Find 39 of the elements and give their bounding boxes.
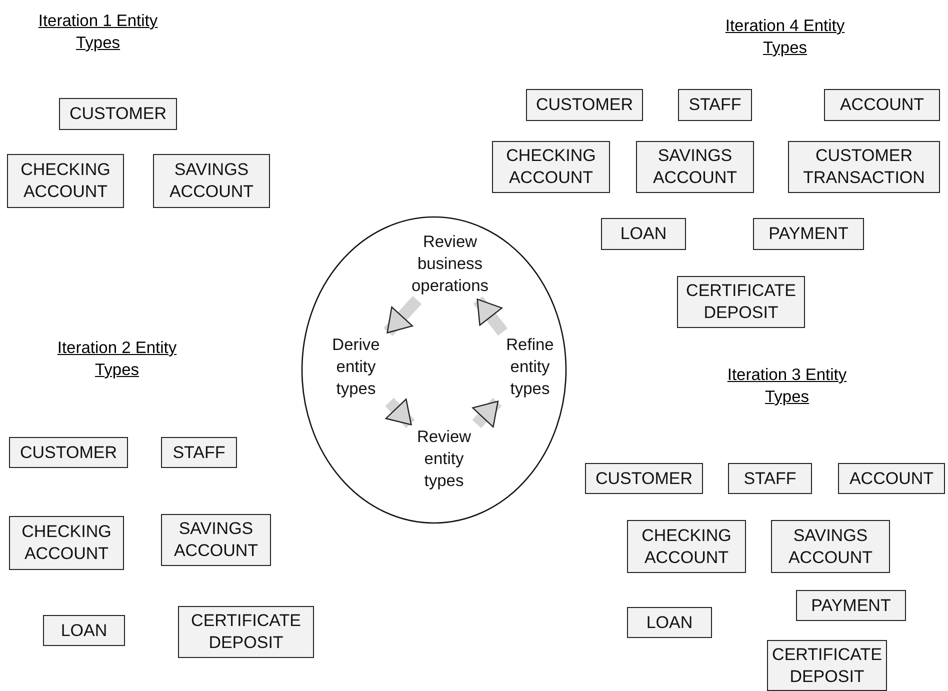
step-label: Derive entity types	[320, 332, 392, 402]
entity-box: LOAN	[601, 218, 686, 250]
block-arrow	[385, 398, 415, 428]
entity-box: STAFF	[161, 437, 237, 468]
entity-box: LOAN	[627, 607, 712, 638]
entity-box: CUSTOMER TRANSACTION	[788, 141, 940, 193]
entity-box: CUSTOMER	[585, 463, 703, 494]
block-arrow	[384, 296, 422, 336]
cycle-circle	[301, 216, 567, 524]
entity-box: SAVINGS ACCOUNT	[153, 154, 270, 208]
entity-box: SAVINGS ACCOUNT	[636, 141, 754, 193]
group-heading: Iteration 4 Entity Types	[725, 16, 845, 59]
entity-box: SAVINGS ACCOUNT	[161, 514, 271, 566]
entity-box: CERTIFICATE DEPOSIT	[677, 276, 805, 328]
entity-box: SAVINGS ACCOUNT	[771, 520, 890, 573]
entity-box: CHECKING ACCOUNT	[627, 520, 746, 573]
entity-box: PAYMENT	[753, 218, 864, 250]
entity-box: CERTIFICATE DEPOSIT	[178, 606, 314, 658]
entity-box: CUSTOMER	[526, 89, 643, 121]
group-heading: Iteration 3 Entity Types	[727, 365, 847, 408]
entity-box: CUSTOMER	[9, 437, 128, 468]
entity-box: ACCOUNT	[824, 89, 940, 121]
step-label: Refine entity types	[494, 332, 566, 402]
step-label: Review business operations	[398, 228, 502, 300]
entity-box: CERTIFICATE DEPOSIT	[767, 640, 887, 691]
entity-box: CHECKING ACCOUNT	[9, 516, 124, 570]
entity-box: ACCOUNT	[838, 463, 945, 494]
block-arrow	[473, 296, 508, 336]
block-arrow	[472, 398, 502, 428]
entity-box: LOAN	[43, 615, 125, 646]
entity-box: CUSTOMER	[59, 98, 177, 130]
entity-box: CHECKING ACCOUNT	[492, 141, 610, 193]
entity-box: STAFF	[728, 463, 812, 494]
entity-box: PAYMENT	[796, 590, 906, 621]
group-heading: Iteration 1 Entity Types	[38, 11, 158, 54]
entity-box: STAFF	[678, 89, 752, 121]
group-heading: Iteration 2 Entity Types	[57, 338, 177, 381]
step-label: Review entity types	[408, 424, 480, 494]
entity-box: CHECKING ACCOUNT	[7, 154, 124, 208]
